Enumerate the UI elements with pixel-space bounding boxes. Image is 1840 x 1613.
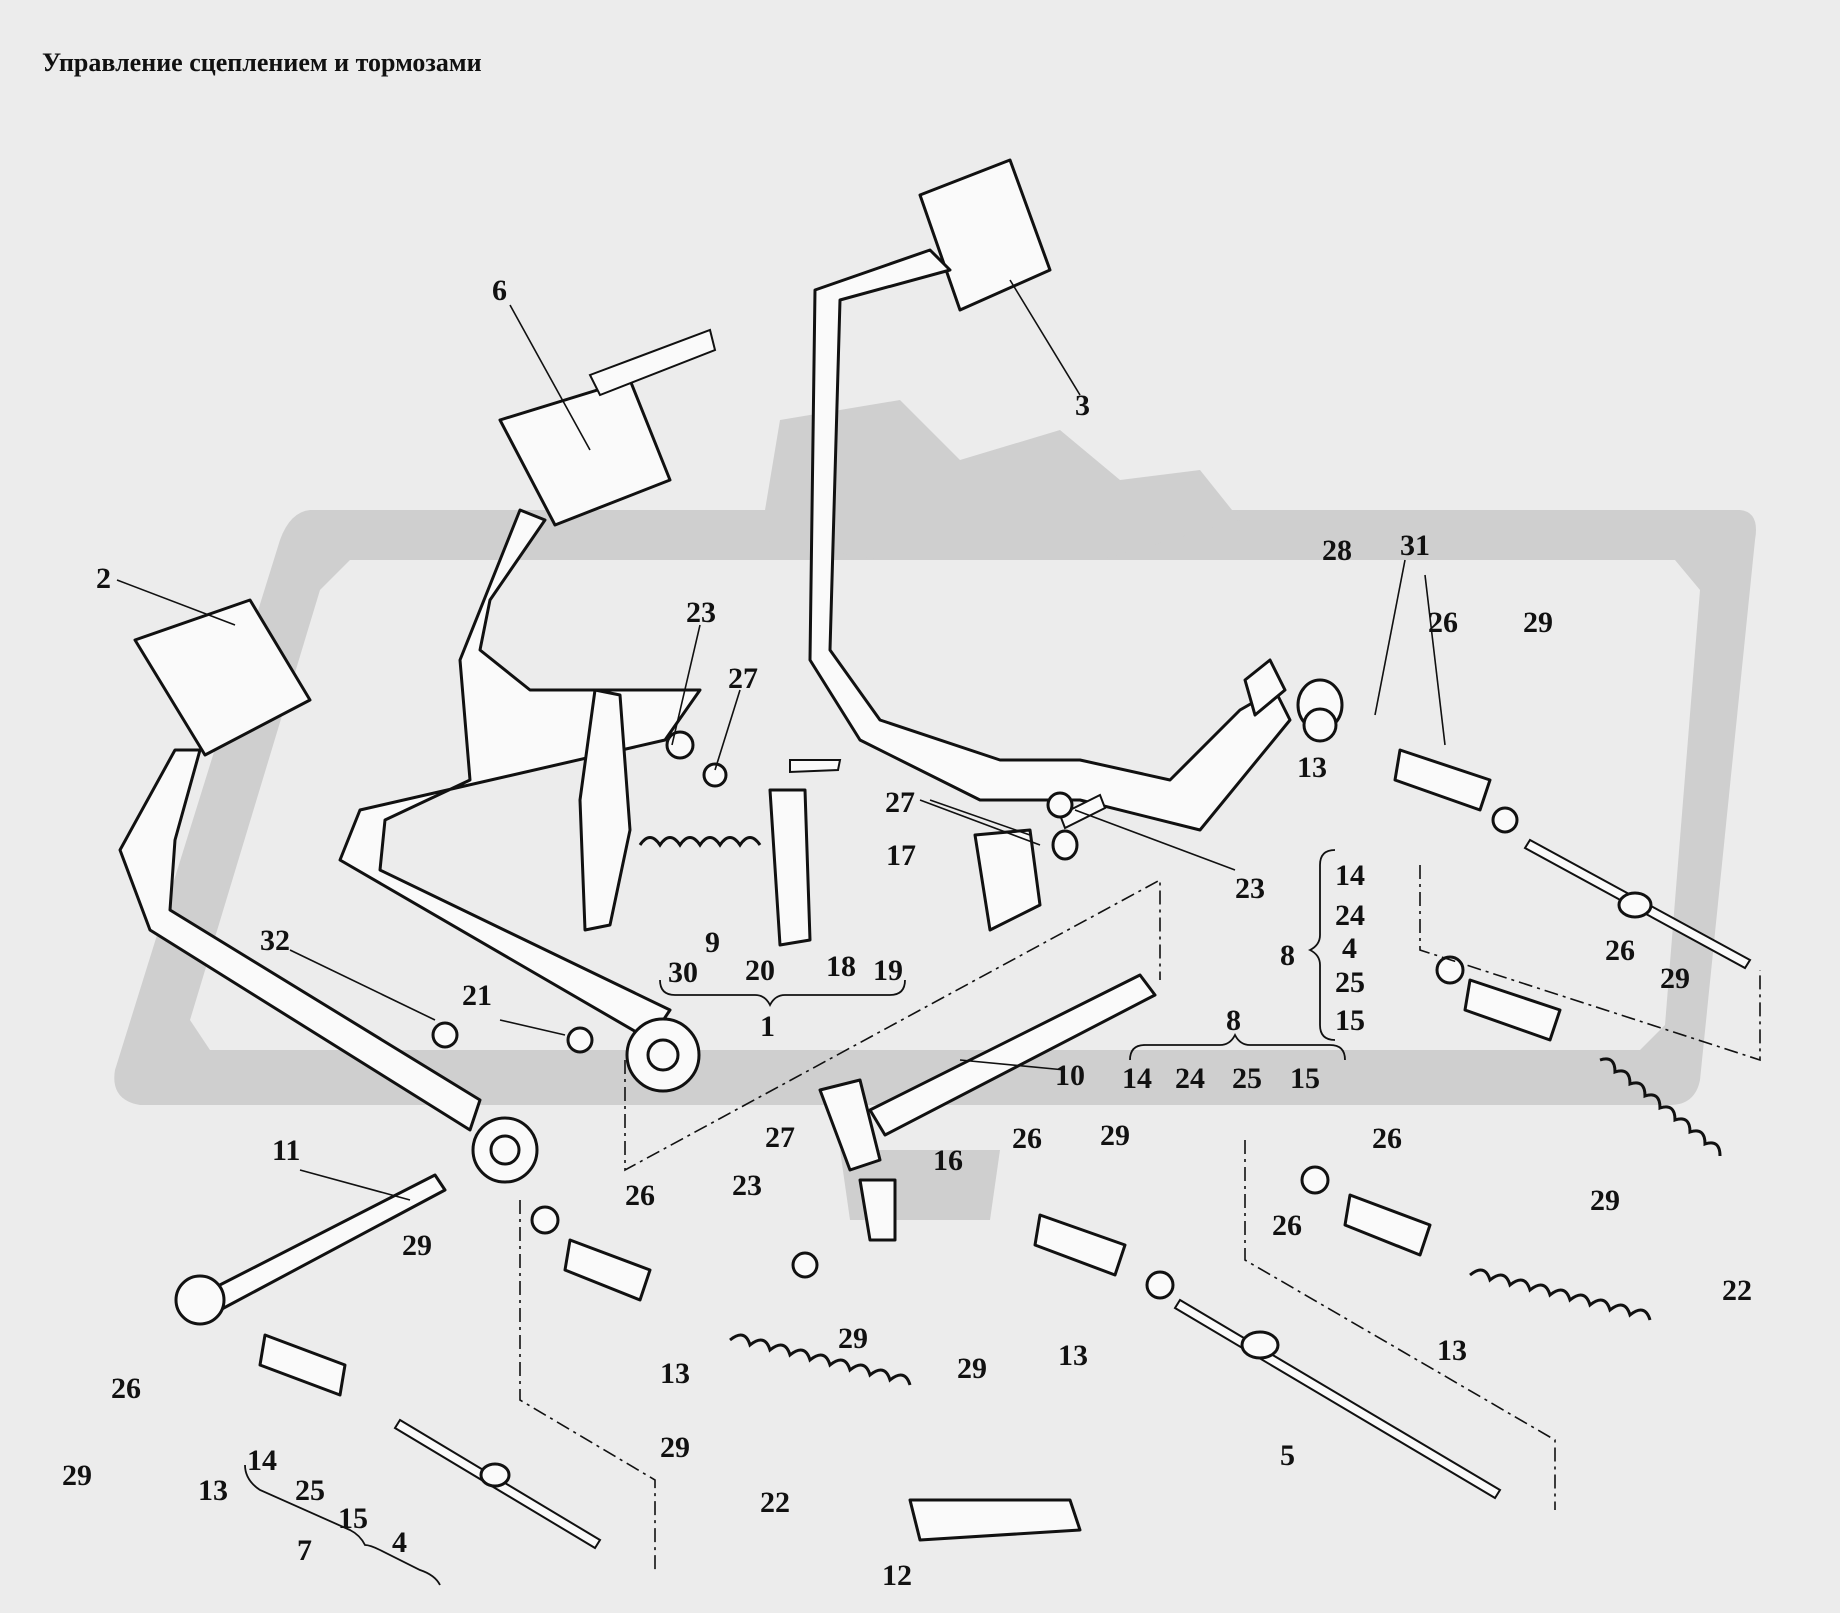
callout-19: 19	[873, 954, 903, 987]
callout-29g: 29	[957, 1352, 987, 1385]
pedal-6	[338, 328, 717, 1093]
callout-23c: 23	[732, 1169, 762, 1202]
callout-12: 12	[882, 1559, 912, 1592]
callout-29f: 29	[838, 1322, 868, 1355]
callout-16: 16	[933, 1144, 963, 1177]
callout-13e: 13	[198, 1474, 228, 1507]
callout-22a: 22	[1722, 1274, 1752, 1307]
callout-15b: 15	[1290, 1062, 1320, 1095]
callout-27b: 27	[885, 786, 915, 819]
callout-13c: 13	[1437, 1334, 1467, 1367]
callout-5: 5	[1280, 1439, 1295, 1472]
callout-2: 2	[96, 562, 111, 595]
callout-25b: 25	[1232, 1062, 1262, 1095]
callout-29b: 29	[1660, 962, 1690, 995]
clutch-linkage	[638, 759, 1107, 947]
callout-10: 10	[1055, 1059, 1085, 1092]
callout-31: 31	[1400, 529, 1430, 562]
callout-25c: 25	[295, 1474, 325, 1507]
callout-26a: 26	[1428, 606, 1458, 639]
callout-24a: 24	[1335, 899, 1365, 932]
callout-24b: 24	[1175, 1062, 1205, 1095]
callout-23a: 23	[686, 596, 716, 629]
callout-29c: 29	[1100, 1119, 1130, 1152]
callout-18: 18	[826, 950, 856, 983]
callout-26f: 26	[1272, 1209, 1302, 1242]
clevises-and-pins	[258, 707, 1562, 1542]
callout-26e: 26	[625, 1179, 655, 1212]
callout-1: 1	[760, 1010, 775, 1043]
callout-26c: 26	[1012, 1122, 1042, 1155]
callout-23b: 23	[1235, 872, 1265, 905]
diagram-title: Управление сцеплением и тормозами	[42, 48, 482, 77]
springs	[729, 1057, 1722, 1386]
callout-30: 30	[668, 956, 698, 989]
rods	[393, 838, 1752, 1550]
callout-29e: 29	[402, 1229, 432, 1262]
pedal-3	[808, 158, 1344, 832]
callout-29a: 29	[1523, 606, 1553, 639]
callout-32: 32	[260, 924, 290, 957]
callout-29i: 29	[62, 1459, 92, 1492]
callout-4a: 4	[1342, 932, 1357, 965]
dashed-lines	[519, 865, 1761, 1570]
callout-14c: 14	[247, 1444, 277, 1477]
callout-15c: 15	[338, 1502, 368, 1535]
callout-29h: 29	[660, 1431, 690, 1464]
callout-15a: 15	[1335, 1004, 1365, 1037]
callout-29d: 29	[1590, 1184, 1620, 1217]
callout-6: 6	[492, 274, 507, 307]
callout-14b: 14	[1122, 1062, 1152, 1095]
group-braces	[244, 849, 1346, 1586]
pedal-2	[118, 598, 539, 1184]
leader-lines	[116, 279, 1446, 1201]
callout-14a: 14	[1335, 859, 1365, 892]
shafts	[174, 973, 1157, 1326]
callout-27a: 27	[728, 662, 758, 695]
callout-26g: 26	[111, 1372, 141, 1405]
callout-3: 3	[1075, 389, 1090, 422]
callout-13d: 13	[660, 1357, 690, 1390]
callout-26b: 26	[1605, 934, 1635, 967]
callout-20: 20	[745, 954, 775, 987]
callout-7: 7	[297, 1534, 312, 1567]
callout-17: 17	[886, 839, 916, 872]
callout-13b: 13	[1058, 1339, 1088, 1372]
callout-11: 11	[272, 1134, 300, 1167]
callout-27c: 27	[765, 1121, 795, 1154]
callout-25a: 25	[1335, 966, 1365, 999]
callout-8b: 8	[1226, 1004, 1241, 1037]
callout-4b: 4	[392, 1526, 407, 1559]
callout-26d: 26	[1372, 1122, 1402, 1155]
callout-22b: 22	[760, 1486, 790, 1519]
callout-labels: 2 6 3 23 27 28 31 26 29 13 27 17 23 14 2…	[62, 274, 1752, 1592]
callout-21: 21	[462, 979, 492, 1012]
callout-8a: 8	[1280, 939, 1295, 972]
callout-13a: 13	[1297, 751, 1327, 784]
callout-28: 28	[1322, 534, 1352, 567]
callout-9: 9	[705, 926, 720, 959]
